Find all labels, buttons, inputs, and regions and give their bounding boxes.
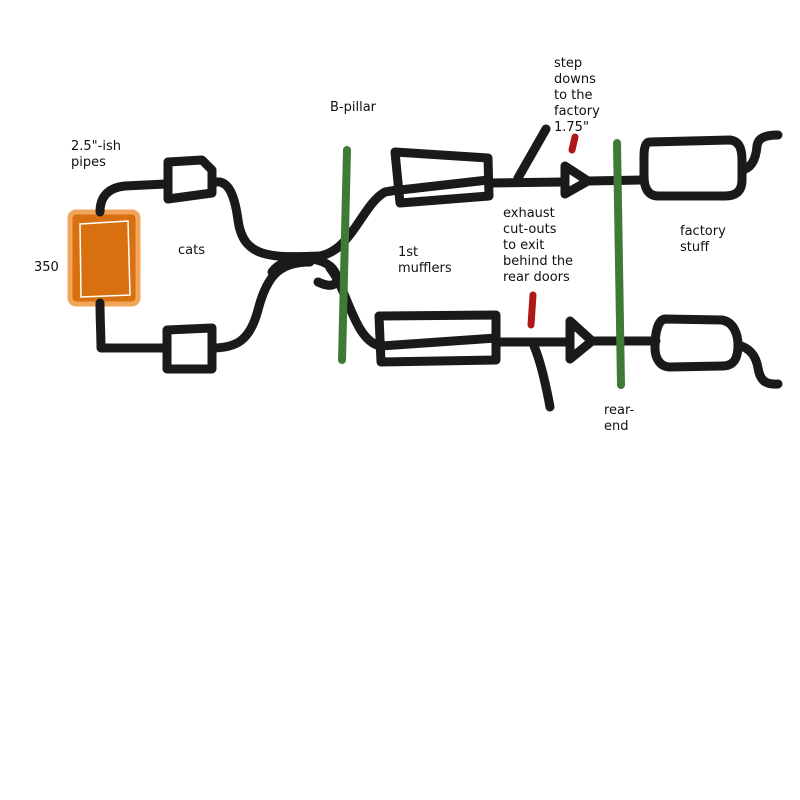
stepdown-lower (565, 316, 597, 364)
cutouts-label: exhaust cut-outs to exit behind the rear… (503, 206, 574, 285)
b-pillar-label: B-pillar (330, 100, 377, 115)
rear-end-line (613, 139, 625, 389)
factory-muffler-upper (639, 135, 747, 201)
cats-label: cats (178, 243, 205, 258)
pipe-cat-lower-to-x (207, 257, 315, 353)
tailpipe-upper (737, 130, 783, 175)
cutout-pipe-lower (529, 341, 555, 412)
pipes-label: 2.5"-ish pipes (71, 139, 121, 170)
cutout-pipe-upper (513, 124, 551, 183)
stepdown-upper (560, 161, 593, 199)
pipe-muffler-upper-to-stepdown (484, 177, 568, 188)
muffler-lower-core (376, 333, 501, 351)
cat-upper (163, 155, 217, 204)
cutout-mark-lower (527, 291, 537, 329)
mufflers-label: 1st mufflers (398, 245, 452, 276)
engine-label: 350 (34, 260, 59, 275)
pipe-cat-upper-to-x (207, 177, 325, 262)
muffler-upper-core (395, 175, 493, 195)
cutout-mark-upper (568, 133, 579, 154)
engine-block (67, 209, 141, 307)
header-pipe-lower (95, 298, 172, 353)
b-pillar-line (338, 146, 351, 364)
rear-end-label: rear- end (604, 403, 635, 434)
cat-lower (162, 323, 217, 374)
tailpipe-lower (733, 340, 783, 389)
factory-muffler-lower (650, 314, 743, 372)
engine-inner-outline (79, 220, 131, 298)
pipe-x-to-muffler-lower (325, 263, 385, 351)
pipe-x-to-muffler-upper (315, 185, 402, 261)
header-pipe-upper (95, 179, 171, 217)
step-downs-label: step downs to the factory 1.75" (554, 56, 600, 135)
factory-label: factory stuff (680, 224, 726, 255)
